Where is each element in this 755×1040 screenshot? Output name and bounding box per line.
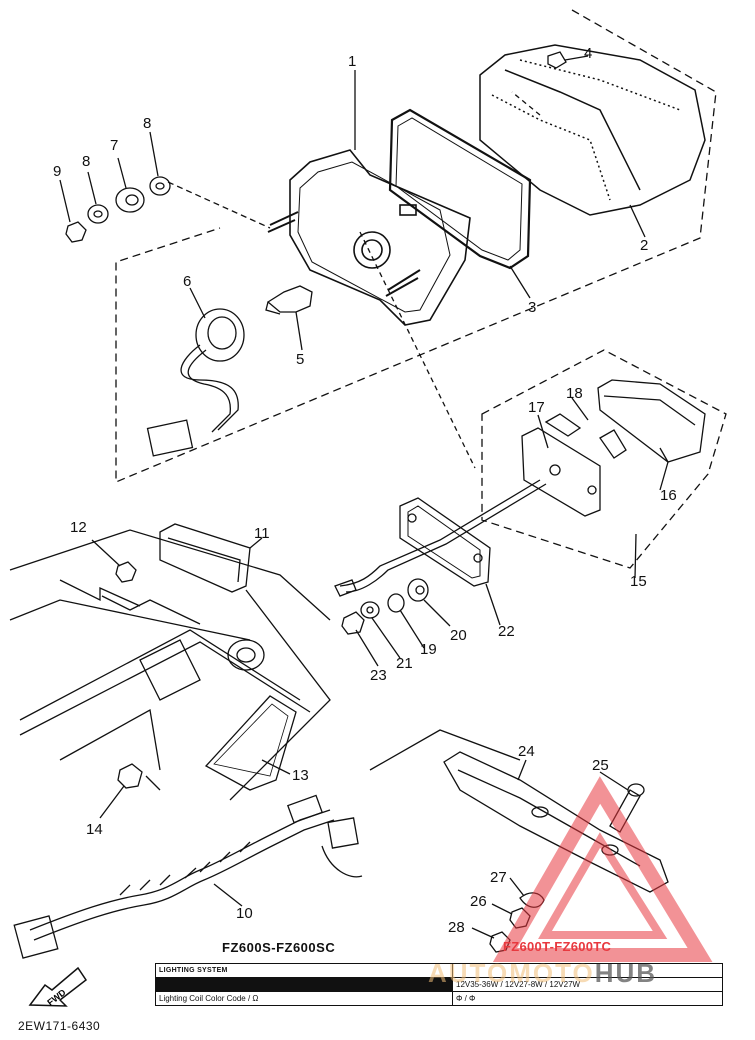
callout-28: 28 [448, 919, 465, 936]
spec-row1-label-redacted [155, 977, 453, 992]
nut-12 [115, 561, 137, 583]
collar-20 [407, 578, 429, 602]
callout-7: 7 [110, 137, 118, 154]
license-plate-bracket [399, 497, 491, 587]
callout-17: 17 [528, 399, 545, 416]
callout-10: 10 [236, 905, 253, 922]
spec-row2-label: Lighting Coil Color Code / Ω [155, 991, 453, 1006]
watermark-moto: MOTO [509, 958, 595, 988]
taillight-assembly-outline [115, 9, 717, 483]
side-lamp [159, 523, 251, 593]
callout-25: 25 [592, 757, 609, 774]
tail-bulb [265, 285, 313, 315]
watermark-text: AUTOMOTOHUB [428, 958, 657, 989]
callout-22: 22 [498, 623, 515, 640]
callout-12: 12 [70, 519, 87, 536]
callout-23: 23 [370, 667, 387, 684]
model-label-left: FZ600S-FZ600SC [222, 940, 336, 955]
callout-13: 13 [292, 767, 309, 784]
callout-2: 2 [640, 237, 648, 254]
callout-1: 1 [348, 53, 356, 70]
spec-row2-values: Φ / Φ [452, 991, 723, 1006]
drawing-number: 2EW171-6430 [18, 1019, 101, 1033]
callout-4: 4 [584, 45, 592, 62]
nut-9 [65, 221, 87, 243]
watermark-hub: HUB [594, 958, 658, 988]
housing [267, 149, 471, 326]
lighting-spec-table: LIGHTING SYSTEM 12V35-36W / 12V27-8W / 1… [155, 963, 723, 1006]
spacer-19 [387, 593, 405, 613]
washer-8b [87, 204, 109, 224]
lamp-wire [339, 479, 547, 593]
spec-header: LIGHTING SYSTEM [155, 963, 453, 978]
callout-15: 15 [630, 573, 647, 590]
reflector [204, 695, 297, 791]
nut-14 [117, 763, 143, 789]
callout-8a: 8 [143, 115, 151, 132]
washer-21 [360, 601, 380, 619]
watermark-triangle [492, 776, 713, 962]
callout-20: 20 [450, 627, 467, 644]
socket-harness [146, 308, 245, 457]
license-light-outline [481, 349, 727, 569]
grommet-7 [115, 187, 145, 213]
callout-5: 5 [296, 351, 304, 368]
callout-11: 11 [254, 525, 270, 542]
callout-21: 21 [396, 655, 413, 672]
callout-3: 3 [528, 299, 536, 316]
lamp-bracket [521, 413, 627, 517]
callout-9: 9 [53, 163, 61, 180]
callout-27: 27 [490, 869, 507, 886]
callout-14: 14 [86, 821, 103, 838]
callout-26: 26 [470, 893, 487, 910]
rear-fender [9, 529, 331, 771]
callout-19: 19 [420, 641, 437, 658]
lens-nut [547, 51, 567, 69]
callout-6: 6 [183, 273, 191, 290]
nut-23 [341, 611, 365, 635]
callout-16: 16 [660, 487, 677, 504]
callout-18: 18 [566, 385, 583, 402]
license-lamp [597, 379, 706, 463]
callout-8b: 8 [82, 153, 90, 170]
tail-lens [479, 44, 706, 216]
gasket [388, 108, 532, 270]
washer-8a [149, 176, 171, 196]
wire-harness [13, 794, 363, 959]
fwd-arrow [28, 966, 88, 1007]
callout-24: 24 [518, 743, 535, 760]
watermark-auto: AUTO [428, 958, 510, 988]
model-label-right: FZ600T-FZ600TC [503, 939, 612, 954]
